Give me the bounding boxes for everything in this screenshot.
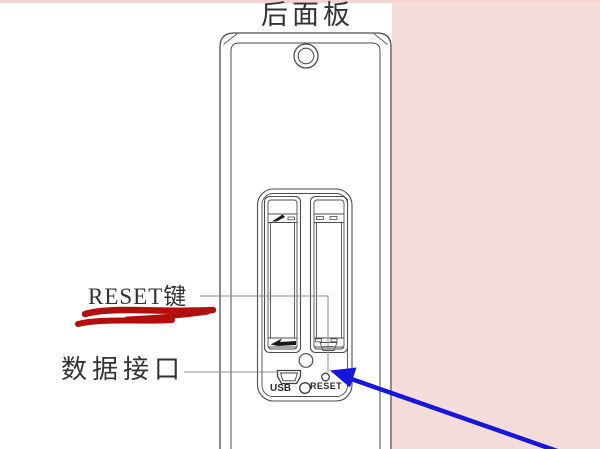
device-outline: [219, 32, 392, 449]
battery-slot-left: [263, 195, 302, 354]
battery-compartment: [256, 188, 353, 402]
reset-key-callout-label: RESET键: [88, 284, 188, 309]
battery-slot-right: [309, 195, 349, 354]
data-port-callout-label: 数据接口: [61, 355, 186, 384]
battery-contact-bottom-left: [270, 338, 296, 346]
reset-key-leader-line: [200, 295, 329, 373]
reset-button-label: RESET: [310, 381, 343, 391]
usb-port-label: USB: [270, 383, 292, 394]
hang-hole-icon: [293, 43, 319, 69]
pink-background-panel: [392, 0, 600, 449]
battery-contact-top-left: [272, 214, 285, 222]
mini-usb-port-icon: [276, 369, 302, 385]
blue-pointer-arrow: [330, 367, 559, 449]
red-underline-marker: [75, 306, 217, 327]
screw-hole-icon: [298, 353, 314, 368]
pink-top-strip: [0, 0, 600, 3]
back-panel-title: 后面板: [261, 0, 354, 30]
callout-leader-lines: [184, 295, 329, 373]
screw-hole-small-icon: [299, 382, 312, 395]
reset-pinhole-icon: [321, 372, 330, 382]
